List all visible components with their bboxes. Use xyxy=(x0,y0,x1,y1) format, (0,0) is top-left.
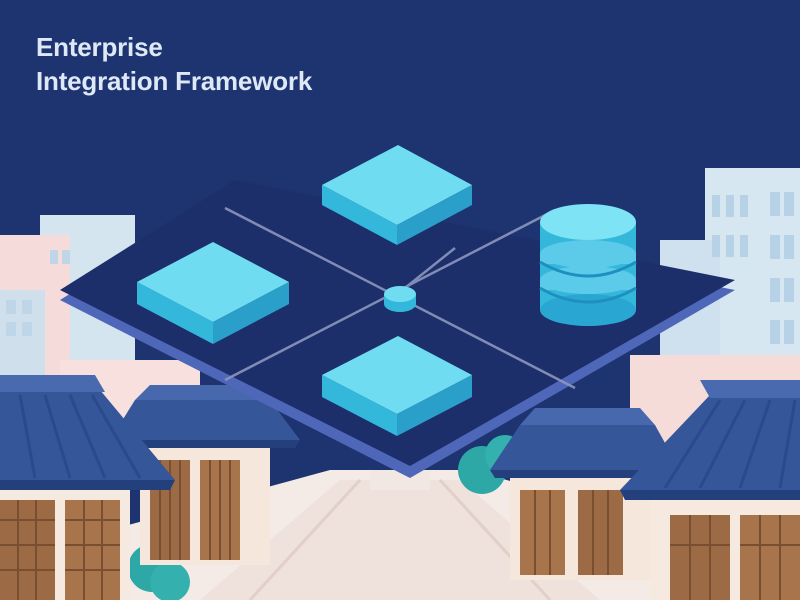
hanok-right-near xyxy=(620,380,800,600)
title-line-2: Integration Framework xyxy=(36,66,313,96)
hanok-left-far xyxy=(110,385,300,565)
hanok-left-near xyxy=(0,375,175,600)
block-left xyxy=(137,242,289,344)
page-title: Enterprise Integration Framework xyxy=(36,30,312,98)
hub-node xyxy=(384,286,416,312)
block-bottom xyxy=(322,336,472,436)
block-top xyxy=(322,145,472,245)
title-line-1: Enterprise xyxy=(36,32,163,62)
hanok-right-far xyxy=(490,408,680,580)
database-icon xyxy=(539,204,637,326)
